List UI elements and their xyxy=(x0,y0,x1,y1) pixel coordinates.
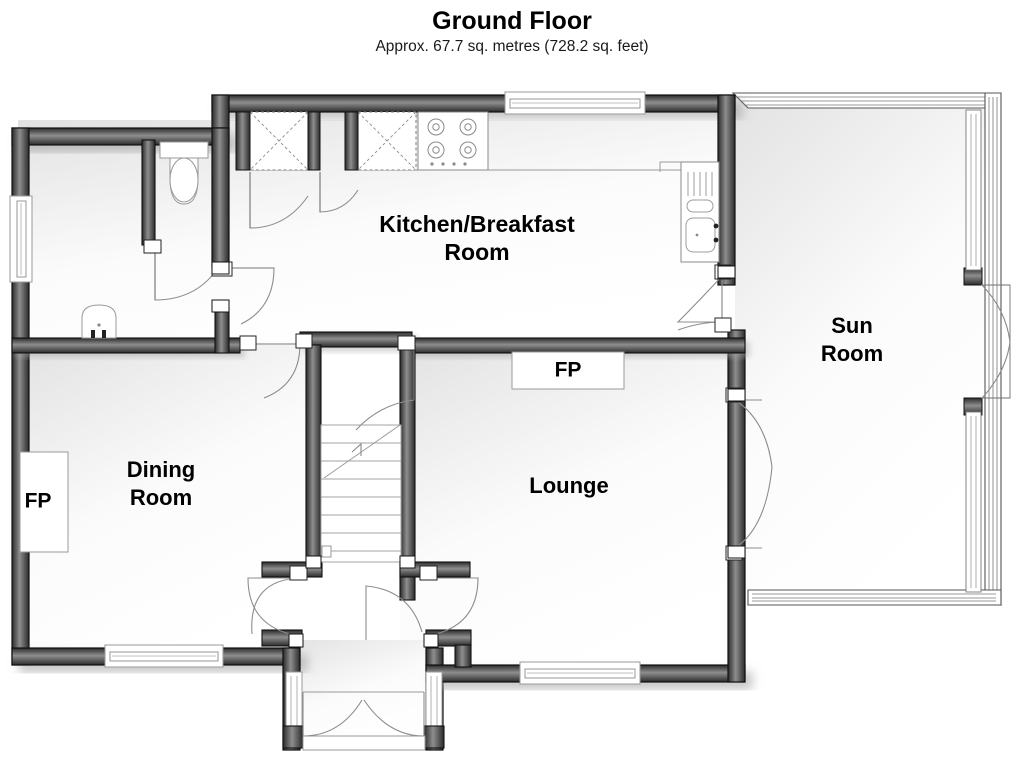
room-label-kitchen-line2: Room xyxy=(444,239,509,265)
sunroom-floor xyxy=(735,95,1000,605)
door-hall-dining[interactable] xyxy=(239,333,313,399)
lounge-floor xyxy=(400,345,745,675)
fireplaces xyxy=(19,351,625,553)
sunroom-window-upper xyxy=(965,109,982,271)
room-floors xyxy=(18,95,1000,750)
sunroom-structure xyxy=(731,92,1011,607)
wall-vestibule-east-drop xyxy=(454,644,472,668)
door-hall-lounge[interactable] xyxy=(355,335,416,431)
sunroom-mullion-upper xyxy=(963,267,983,286)
windows xyxy=(9,91,646,751)
wall-kitchen-north xyxy=(211,94,736,113)
porch-post-west xyxy=(282,725,304,749)
cupboard-divider-one xyxy=(307,111,321,171)
cupboard-divider-three xyxy=(344,111,359,171)
window-dining-south xyxy=(104,644,224,668)
wall-lounge-north xyxy=(399,337,746,354)
toilet xyxy=(159,141,209,205)
door-cupboard-two[interactable] xyxy=(319,172,359,213)
wall-wc-west xyxy=(141,139,156,246)
sunroom-glazing-top xyxy=(731,92,1001,109)
wall-step-vertical xyxy=(211,94,230,129)
room-label-dining-line2: Room xyxy=(130,485,192,510)
staircase xyxy=(320,424,402,563)
wall-hall-east xyxy=(211,127,230,269)
kitchen-fittings xyxy=(235,111,720,263)
plan-header: Ground Floor Approx. 67.7 sq. metres (72… xyxy=(0,0,1024,57)
wall-hall-stub xyxy=(214,307,230,354)
fireplace-label-dining: FP xyxy=(25,490,52,513)
interior-walls xyxy=(11,127,746,668)
cupboard-two xyxy=(357,111,417,171)
room-label-dining-line1: Dining xyxy=(127,457,195,482)
door-jambs xyxy=(211,261,746,648)
door-cupboard-one[interactable] xyxy=(249,172,309,229)
porch-floor xyxy=(285,640,440,750)
wall-kitchen-east xyxy=(717,94,736,286)
cooker-hob xyxy=(417,111,489,171)
sanitary-fittings xyxy=(81,141,209,339)
door-utility[interactable] xyxy=(143,239,219,301)
room-label-sunroom-line2: Room xyxy=(821,341,883,366)
lounge-fireplace xyxy=(511,351,625,390)
sunroom-glazing-bottom xyxy=(747,589,1002,606)
sunroom-window-lower xyxy=(965,411,982,593)
room-labels: Kitchen/Breakfast Room Sun Room Lounge D… xyxy=(25,211,884,512)
porch-threshold xyxy=(302,735,426,751)
cupboard-one xyxy=(249,111,309,171)
dining-fireplace xyxy=(19,451,69,553)
sunroom-french-doors[interactable] xyxy=(980,284,1011,399)
wall-lounge-east xyxy=(727,329,746,683)
wall-dining-east xyxy=(305,344,322,571)
door-vestibule-inner[interactable] xyxy=(365,585,423,640)
page-title: Ground Floor xyxy=(432,7,592,35)
window-porch-east xyxy=(425,671,443,735)
wall-utility-south xyxy=(11,337,241,354)
window-lounge-south xyxy=(519,661,641,685)
room-label-kitchen-line1: Kitchen/Breakfast xyxy=(379,211,575,237)
window-porch-west xyxy=(285,671,303,735)
front-doors[interactable] xyxy=(302,691,425,737)
kitchen-sink xyxy=(680,161,720,263)
wash-basin xyxy=(81,304,117,339)
room-label-sunroom-line1: Sun xyxy=(831,313,873,338)
window-west-utility xyxy=(9,195,33,283)
fireplace-label-lounge: FP xyxy=(555,359,582,382)
porch-post-east xyxy=(423,725,445,749)
plan-area-subtitle: Approx. 67.7 sq. metres (728.2 sq. feet) xyxy=(375,38,649,55)
cupboard-divider-two xyxy=(235,111,251,171)
room-label-lounge: Lounge xyxy=(529,473,608,498)
newel-post xyxy=(321,545,332,558)
window-kitchen-north xyxy=(504,91,646,115)
